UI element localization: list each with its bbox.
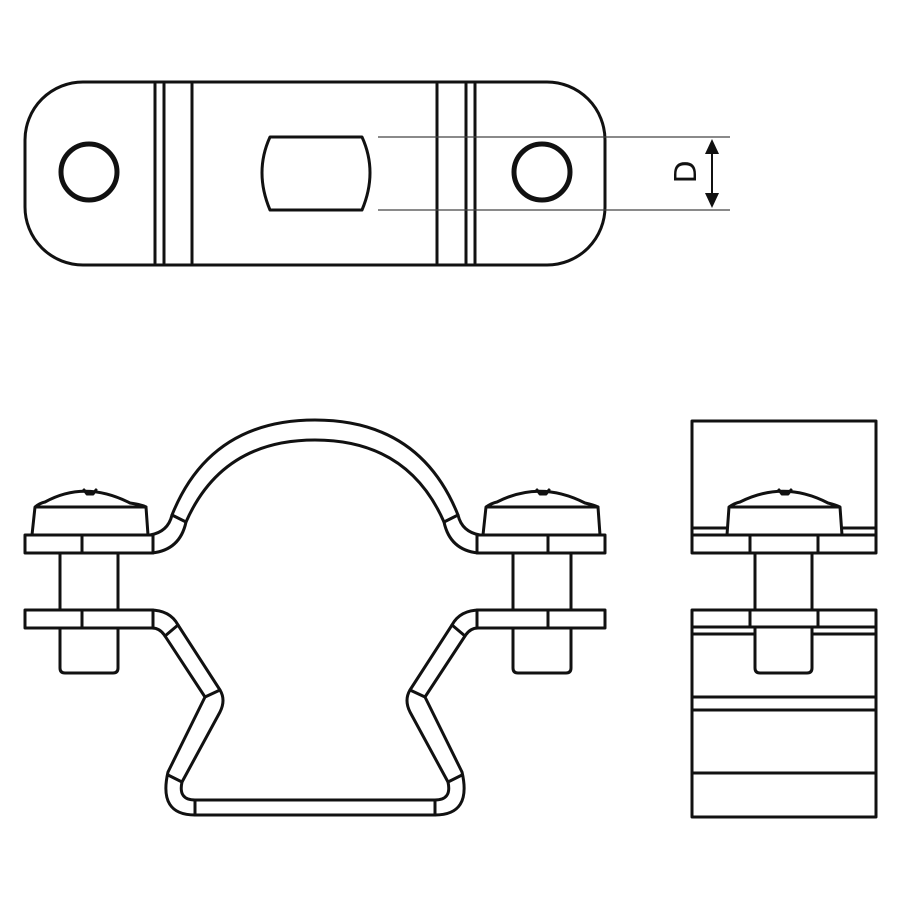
bolt-tail — [511, 626, 573, 675]
bolt-tail — [58, 626, 120, 675]
upper-flange — [23, 533, 155, 555]
bolt-tail — [753, 625, 814, 675]
lower-body — [690, 608, 878, 819]
base-plate-outline — [23, 80, 607, 267]
mounting-hole-left — [58, 141, 120, 203]
front-view — [23, 418, 607, 817]
screw-slot — [535, 488, 551, 496]
bolt-shank — [753, 551, 814, 612]
screw-slot — [82, 488, 98, 496]
arrow-head-down — [705, 193, 719, 208]
dimension-label: D — [669, 160, 704, 183]
screw-head — [481, 489, 602, 537]
bolt-shank — [511, 551, 573, 612]
left-screw-assembly — [23, 488, 155, 675]
screw-slot — [777, 488, 793, 496]
top-view: D — [23, 80, 730, 267]
mounting-hole-right — [511, 141, 573, 203]
upper-clamp-arch-inner — [150, 438, 480, 555]
lower-flange — [23, 608, 155, 630]
center-slot — [260, 135, 372, 212]
right-screw-assembly — [475, 488, 607, 675]
bolt-shank — [58, 551, 120, 612]
upper-flange — [475, 533, 607, 555]
screw-head — [725, 489, 844, 537]
lower-clamp-band-inner — [148, 608, 482, 802]
arrow-head-up — [705, 139, 719, 154]
lower-flange — [475, 608, 607, 630]
side-view — [690, 419, 878, 819]
upper-clamp-arch — [148, 418, 482, 537]
lower-clamp-band-outer — [150, 626, 480, 817]
screw-head — [30, 489, 150, 537]
